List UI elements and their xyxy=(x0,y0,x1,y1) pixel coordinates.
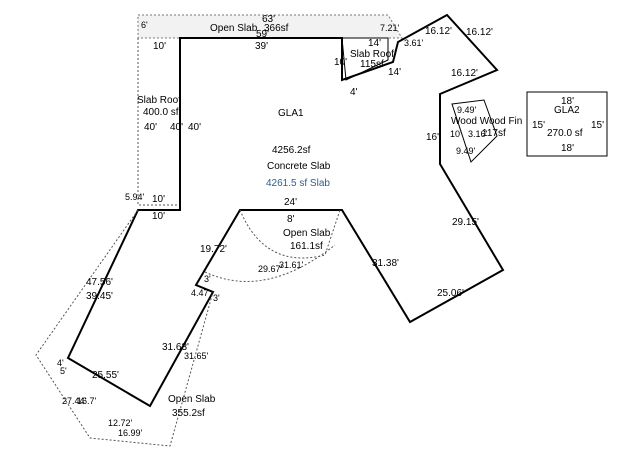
dim-7-21: 7.21' xyxy=(380,23,400,33)
slab-roof-small-area-label: 115sf xyxy=(360,59,384,70)
dim-3-61: 3.61' xyxy=(404,38,424,48)
dim-31-63: 31.63' xyxy=(162,342,189,353)
dim-19-72: 19.72' xyxy=(200,244,227,255)
dim-10-top: 10' xyxy=(153,41,166,52)
dim-31-38: 31.38' xyxy=(372,258,399,269)
dim-3-a: 3' xyxy=(204,274,211,284)
dim-12-72: 12.72' xyxy=(108,418,133,428)
dim-40-c: 40' xyxy=(188,122,201,133)
dim-4-47: 4.47' xyxy=(191,288,211,298)
dim-5: 5' xyxy=(60,366,67,376)
open-slab-mid-name: Open Slab xyxy=(283,228,331,239)
dim-10-left-low: 10' xyxy=(152,211,165,222)
dim-31-61: 31.61' xyxy=(279,260,304,270)
dim-16: 16' xyxy=(426,132,439,143)
dim-18-top: 18' xyxy=(561,96,574,107)
dim-25-06: 25.06' xyxy=(437,288,464,299)
open-slab-mid-connector xyxy=(195,284,214,293)
slab-roof-left-name: Slab Roof xyxy=(137,95,181,106)
dim-4: 4' xyxy=(350,87,358,98)
gla1-slab-total: 4261.5 sf Slab xyxy=(266,178,330,189)
open-slab-bottom-name: Open Slab xyxy=(168,394,216,405)
dim-31-65: 31.65' xyxy=(184,351,209,361)
dim-16-12-b: 16.12' xyxy=(466,27,493,38)
wood-fin-name: Wood Wood Fin xyxy=(451,116,522,127)
dim-5-94: 5.94' xyxy=(125,192,145,202)
dim-29-15: 29.15' xyxy=(452,217,479,228)
dim-6: 6' xyxy=(141,20,148,30)
dim-4-a: 4' xyxy=(57,358,64,368)
wood-fin-area-label: 117sf xyxy=(482,128,506,139)
dim-14-bottom: 14' xyxy=(388,67,401,78)
open-slab-mid-arc-b xyxy=(204,244,336,282)
dim-8: 8' xyxy=(287,214,295,225)
gla1-area-label: 4256.2sf xyxy=(272,145,311,156)
dim-24: 24' xyxy=(284,197,297,208)
dim-63: 63' xyxy=(262,14,275,25)
wood-fin-outline xyxy=(451,99,498,163)
dim-59: 59' xyxy=(256,29,269,40)
dim-39-45: 39.45' xyxy=(86,291,113,302)
gla2-area-label: 270.0 sf xyxy=(547,128,583,139)
dim-39: 39' xyxy=(255,41,268,52)
dim-16-99: 16.99' xyxy=(118,428,143,438)
dim-18-bottom: 18' xyxy=(561,143,574,154)
gla1-name: GLA1 xyxy=(278,108,304,119)
dim-25-55: 25.55' xyxy=(92,370,119,381)
dim-16-12-a: 16.12' xyxy=(425,26,452,37)
open-slab-top-area-label: 366sf xyxy=(264,23,289,34)
dim-3-16: 3.16' xyxy=(468,129,488,139)
dim-40-a: 40' xyxy=(144,122,157,133)
gla2-outline xyxy=(526,91,608,157)
dim-15-left: 15' xyxy=(532,120,545,131)
gla1-concrete-label: Concrete Slab xyxy=(267,161,331,172)
dim-14-top: 14' xyxy=(368,38,381,49)
dim-16-7: 16.7' xyxy=(77,396,97,406)
dim-29-67: 29.67' xyxy=(258,264,283,274)
open-slab-mid-area-label: 161.1sf xyxy=(290,241,323,252)
gla2-name: GLA2 xyxy=(554,105,580,116)
dim-10-wood: 10' xyxy=(450,129,462,139)
slab-roof-small-name: Slab Roof xyxy=(350,49,394,60)
open-slab-top-name: Open Slab xyxy=(210,23,258,34)
dim-27-44: 27.44' xyxy=(62,396,87,406)
slab-roof-small-area xyxy=(341,37,389,81)
open-slab-bottom-area-label: 355.2sf xyxy=(172,408,205,419)
dim-9-49-a: 9.49' xyxy=(457,105,477,115)
open-slab-top-area xyxy=(137,14,403,39)
gla1-outline xyxy=(66,13,505,408)
slab-roof-left-area-label: 400.0 sf xyxy=(143,107,179,118)
dim-3-b: 3' xyxy=(213,293,220,303)
dim-15-right: 15' xyxy=(591,120,604,131)
dim-10-left-mid: 10' xyxy=(152,194,165,205)
dim-47-56: 47.56' xyxy=(86,277,113,288)
dim-40-b: 40' xyxy=(170,122,183,133)
dim-10-right: 10' xyxy=(334,57,347,68)
open-slab-bottom-area xyxy=(35,209,214,447)
dim-9-49-b: 9.49' xyxy=(456,146,476,156)
dim-16-12-c: 16.12' xyxy=(451,68,478,79)
